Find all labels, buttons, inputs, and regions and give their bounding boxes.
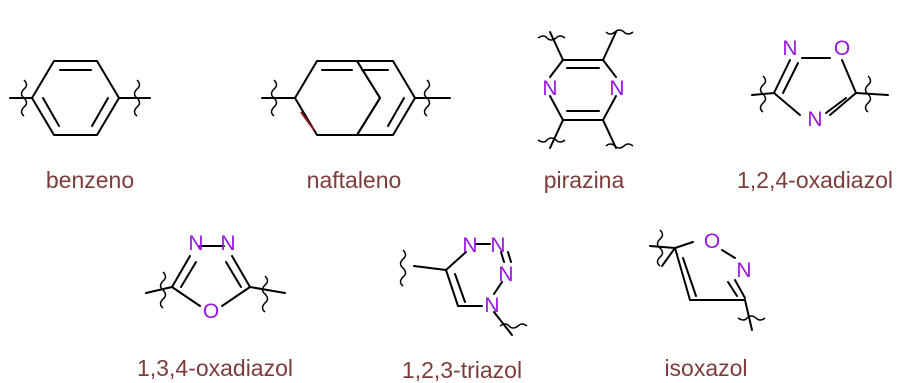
- caption-naftaleno: naftaleno: [307, 167, 402, 193]
- caption-124-oxadiazol: 1,2,4-oxadiazol: [737, 167, 893, 193]
- triazole-n-mid: N: [490, 234, 505, 257]
- isoxazole-o: O: [704, 230, 720, 253]
- caption-isoxazol: isoxazol: [664, 355, 747, 381]
- caption-pirazina: pirazina: [544, 167, 625, 193]
- pyrazine-n-left: N: [542, 77, 557, 100]
- oxadiazole-134-n1: N: [188, 232, 203, 255]
- triazole-n-right: N: [498, 263, 513, 286]
- triazole-n-top: N: [462, 234, 477, 257]
- caption-benzeno: benzeno: [46, 167, 134, 193]
- pyrazine-structure: [537, 29, 634, 149]
- oxadiazole-124-n1: N: [782, 37, 797, 60]
- oxadiazole-124-o: O: [834, 37, 850, 60]
- oxadiazole-134-o: O: [203, 300, 219, 323]
- benzene-structure: [9, 60, 151, 136]
- isoxazole-structure: [649, 229, 766, 331]
- caption-123-triazol: 1,2,3-triazol: [402, 357, 522, 383]
- caption-134-oxadiazol: 1,3,4-oxadiazol: [137, 355, 293, 381]
- oxadiazole-124-structure: [751, 57, 889, 116]
- triazole-123-structure: [399, 243, 528, 336]
- isoxazole-n: N: [736, 259, 751, 282]
- triazole-n-bottom: N: [484, 294, 499, 317]
- naphthalene-structure: [261, 60, 451, 136]
- pyrazine-n-right: N: [609, 77, 624, 100]
- oxadiazole-134-structure: [145, 245, 286, 313]
- oxadiazole-124-n2: N: [807, 108, 822, 131]
- oxadiazole-134-n2: N: [220, 232, 235, 255]
